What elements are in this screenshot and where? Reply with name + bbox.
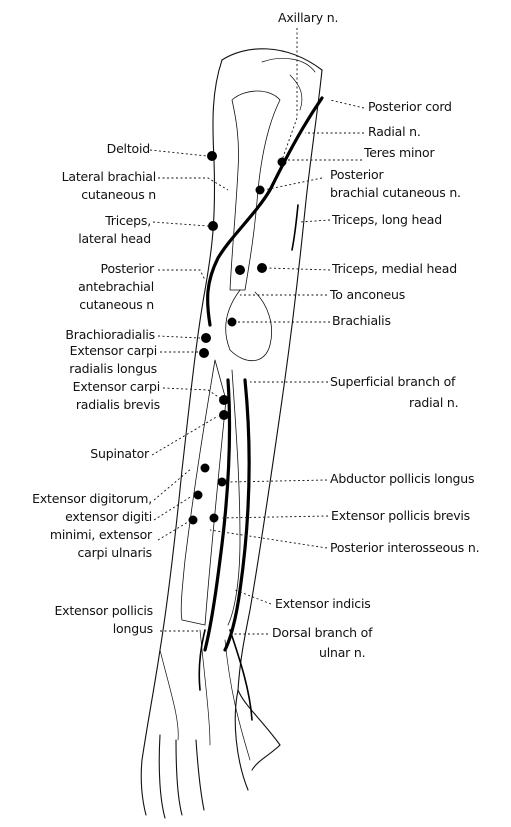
label-post-brachial-1: Posterior <box>330 167 383 183</box>
label-ext-digitorum-3: minimi, extensor <box>50 527 152 543</box>
label-post-brachial-2: brachial cutaneous n. <box>330 185 461 201</box>
label-deltoid: Deltoid <box>107 141 150 157</box>
label-post-antebrachial-1: Posterior <box>101 261 154 277</box>
dot-ecrb <box>219 395 229 405</box>
label-lateral-brachial-1: Lateral brachial <box>62 169 156 185</box>
dot-triceps-med2 <box>257 263 267 273</box>
label-superficial-2: radial n. <box>409 395 458 411</box>
label-ecrb-1: Extensor carpi <box>73 379 160 395</box>
label-brachialis: Brachialis <box>332 313 391 329</box>
hand-outline <box>141 690 280 818</box>
label-extensor-indicis: Extensor indicis <box>275 596 371 612</box>
label-ecrb-2: radialis brevis <box>76 397 160 413</box>
label-dorsal-branch-2: ulnar n. <box>319 645 365 661</box>
dot-supinator <box>219 410 229 420</box>
label-to-anconeus: To anconeus <box>330 287 405 303</box>
dot-triceps-lat <box>208 221 218 231</box>
dot-brachialis <box>228 318 237 327</box>
label-post-antebrachial-2: antebrachial <box>78 279 154 295</box>
label-triceps-lateral-1: Triceps, <box>105 213 151 229</box>
label-posterior-interosseous: Posterior interosseous n. <box>330 540 479 556</box>
dot-apl <box>218 478 227 487</box>
dot-ext-dig3 <box>189 516 198 525</box>
dot-deltoid <box>207 151 217 161</box>
dot-ecrl <box>199 348 209 358</box>
label-ecrl-2: radialis longus <box>69 361 157 377</box>
label-superficial-1: Superficial branch of <box>330 374 455 390</box>
dot-teres-minor <box>278 158 287 167</box>
label-post-antebrachial-3: cutaneous n <box>79 297 154 313</box>
dot-ext-dig2 <box>194 491 203 500</box>
label-axillary: Axillary n. <box>278 10 338 26</box>
label-extensor-pollicis-brevis: Extensor pollicis brevis <box>331 508 470 524</box>
label-brachioradialis: Brachioradialis <box>65 327 155 343</box>
label-triceps-lateral-2: lateral head <box>78 231 151 247</box>
label-supinator: Supinator <box>90 446 149 462</box>
humerus <box>230 91 280 290</box>
dot-epb <box>210 514 219 523</box>
dot-brachioradialis <box>201 333 211 343</box>
label-posterior-cord: Posterior cord <box>368 99 452 115</box>
label-lateral-brachial-2: cutaneous n <box>81 187 156 203</box>
label-epl-2: longus <box>113 621 153 637</box>
label-ext-digitorum-2: extensor digiti <box>65 509 152 525</box>
label-triceps-medial: Triceps, medial head <box>332 261 457 277</box>
label-ext-digitorum-1: Extensor digitorum, <box>32 491 152 507</box>
dot-post-brach <box>256 186 265 195</box>
label-triceps-long: Triceps, long head <box>332 212 442 228</box>
label-epl-1: Extensor pollicis <box>54 603 153 619</box>
label-ext-digitorum-4: carpi ulnaris <box>77 545 152 561</box>
label-ecrl-1: Extensor carpi <box>70 343 157 359</box>
label-radial-n: Radial n. <box>368 124 421 140</box>
dot-ext-dig1 <box>201 464 210 473</box>
label-teres-minor: Teres minor <box>364 145 434 161</box>
label-abductor-pollicis-longus: Abductor pollicis longus <box>330 471 474 487</box>
triceps-branch <box>292 205 298 250</box>
label-dorsal-branch-1: Dorsal branch of <box>272 625 372 641</box>
dot-triceps-med1 <box>235 265 245 275</box>
